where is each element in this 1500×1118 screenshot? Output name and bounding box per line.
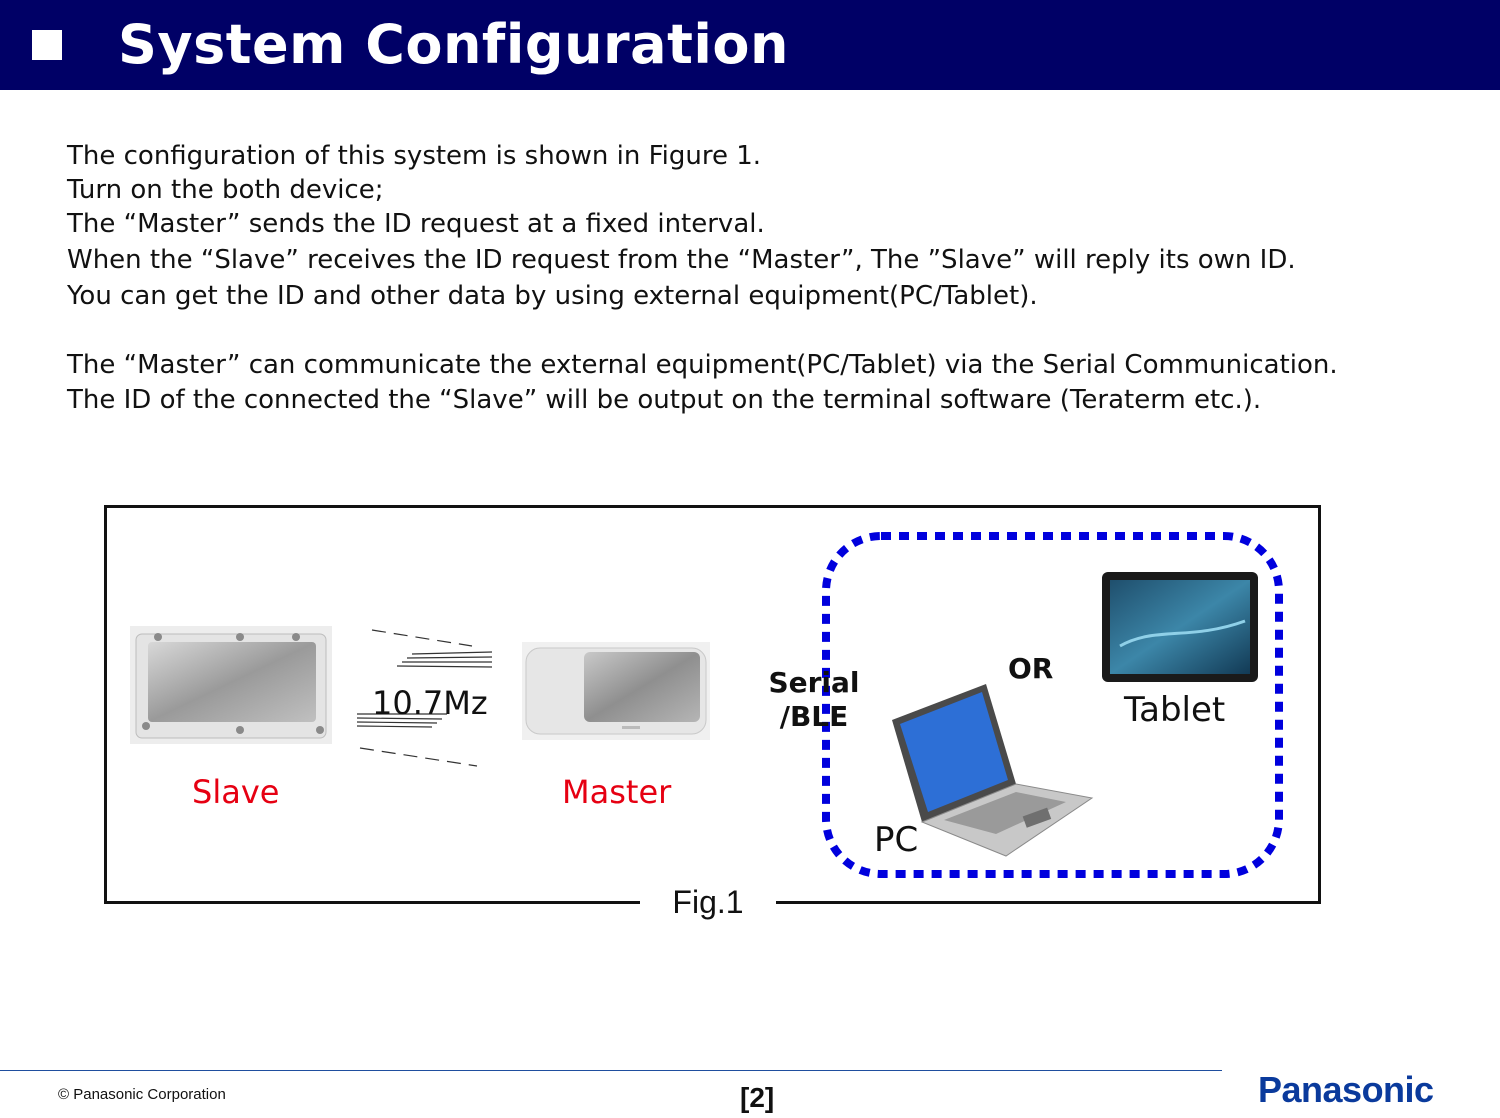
master-device-image xyxy=(522,642,710,740)
panasonic-logo: Panasonic xyxy=(1258,1069,1434,1110)
intro-line: The “Master” sends the ID request at a f… xyxy=(67,209,765,239)
external-equipment-group xyxy=(822,532,1283,878)
serial-ble-label-line: Serial xyxy=(768,666,860,699)
intro-line: Turn on the both device; xyxy=(67,175,384,205)
intro-line: The “Master” can communicate the externa… xyxy=(67,350,1338,380)
tablet-image xyxy=(1102,572,1258,682)
intro-line: The configuration of this system is show… xyxy=(67,141,762,171)
slide-title: System Configuration xyxy=(118,13,789,76)
slave-label: Slave xyxy=(192,773,280,811)
footer-divider xyxy=(0,1070,1222,1071)
serial-ble-label: Serial /BLE xyxy=(758,666,870,734)
frequency-label: 10.7Mz xyxy=(372,684,488,722)
slave-device-image xyxy=(130,626,332,744)
tablet-label: Tablet xyxy=(1124,690,1226,730)
square-bullet-icon xyxy=(32,30,62,60)
intro-line: You can get the ID and other data by usi… xyxy=(67,281,1038,311)
intro-line: When the “Slave” receives the ID request… xyxy=(67,245,1296,275)
page-number: [2] xyxy=(740,1082,775,1113)
intro-line: The ID of the connected the “Slave” will… xyxy=(67,385,1262,415)
copyright-text: © Panasonic Corporation xyxy=(58,1086,226,1103)
figure-caption: Fig.1 xyxy=(640,880,776,924)
pc-laptop-image xyxy=(892,684,1094,857)
pc-label: PC xyxy=(874,820,919,860)
wireless-signal-icon xyxy=(356,629,493,767)
slide-header: System Configuration xyxy=(0,0,1500,90)
or-label: OR xyxy=(1008,652,1054,685)
serial-ble-label-line: /BLE xyxy=(779,700,849,733)
master-label: Master xyxy=(562,773,672,811)
